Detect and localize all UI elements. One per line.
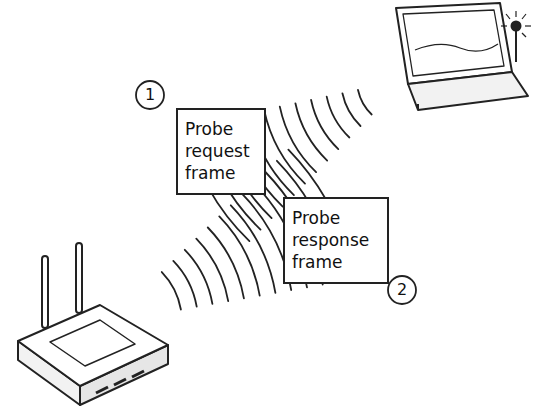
radio-wave bbox=[219, 216, 259, 295]
router-panel bbox=[50, 320, 135, 366]
laptop-bezel bbox=[403, 10, 504, 76]
radio-wave bbox=[231, 205, 276, 292]
frame-box: Probe response frame bbox=[283, 197, 389, 284]
antenna-sparkle bbox=[501, 11, 531, 37]
router-light bbox=[114, 379, 126, 385]
callout-number: 1 bbox=[140, 85, 160, 105]
radio-wave bbox=[358, 90, 372, 115]
frame-label: Probe response frame bbox=[292, 207, 380, 273]
router-light bbox=[96, 387, 108, 393]
frame-box: Probe request frame bbox=[176, 108, 266, 195]
callout-circle bbox=[136, 81, 164, 109]
radio-wave bbox=[162, 272, 181, 310]
antenna-tip bbox=[512, 22, 521, 31]
router-light bbox=[132, 371, 144, 377]
radio-wave bbox=[185, 250, 213, 304]
laptop-screen-line bbox=[415, 44, 498, 51]
laptop-screen bbox=[396, 3, 512, 84]
router-antenna bbox=[42, 256, 48, 328]
router-top bbox=[18, 305, 168, 386]
callout-number: 2 bbox=[392, 280, 412, 300]
radio-wave bbox=[280, 107, 316, 173]
callout-circle bbox=[388, 276, 416, 304]
radio-wave bbox=[264, 110, 305, 184]
radio-wave bbox=[327, 97, 350, 138]
router-antenna bbox=[76, 243, 82, 313]
radio-wave bbox=[342, 93, 360, 126]
radio-wave bbox=[173, 261, 196, 307]
radio-wave bbox=[311, 100, 338, 149]
router-drawing bbox=[18, 243, 168, 405]
laptop-base bbox=[408, 72, 528, 110]
laptop-drawing bbox=[396, 3, 531, 110]
radio-wave bbox=[295, 103, 327, 160]
radio-wave bbox=[208, 228, 244, 299]
laptop-foot bbox=[417, 104, 419, 110]
laptop-antenna bbox=[515, 30, 517, 62]
frame-label: Probe request frame bbox=[185, 118, 257, 184]
